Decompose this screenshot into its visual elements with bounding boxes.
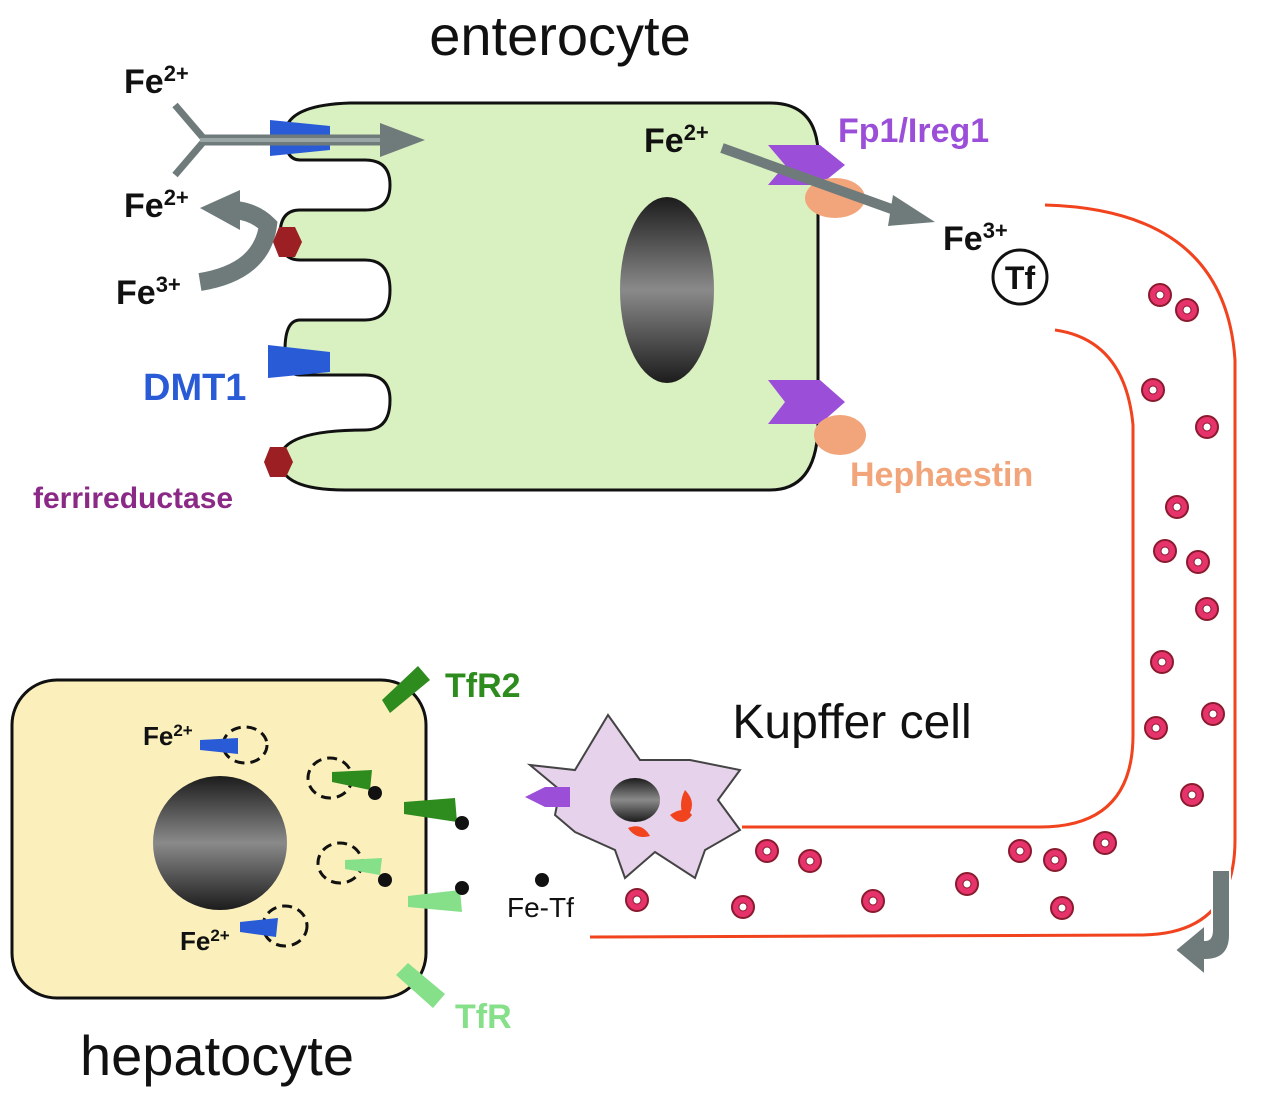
transferrin-circle <box>991 248 1049 306</box>
fp1-label: Fp1/Ireg1 <box>838 112 989 150</box>
hepatocyte-cell <box>10 678 428 1000</box>
hephaestin-oval <box>814 415 866 455</box>
tfr-label: TfR <box>455 998 512 1036</box>
fe-tf-label: Fe-Tf <box>507 892 574 923</box>
endosome-vesicle-1 <box>221 725 269 765</box>
red-blood-cell-center <box>1202 604 1212 614</box>
iron-dot <box>455 881 469 895</box>
tf-label: Tf <box>1005 260 1036 296</box>
dmt1-label: DMT1 <box>143 367 246 409</box>
fp1-kupffer <box>525 787 570 807</box>
red-blood-cell-center <box>868 896 878 906</box>
iron-dot <box>455 816 469 830</box>
phagocytosed-rbc-2 <box>628 826 650 837</box>
fe2-label-cytosol: Fe2+ <box>644 120 709 160</box>
red-blood-cell-center <box>1100 838 1110 848</box>
fe2-label-enterocyte-top: Fe2+ <box>124 61 189 101</box>
iron-dot <box>368 786 382 800</box>
hepatocyte-label: hepatocyte <box>80 1024 354 1087</box>
red-blood-cell-center <box>1155 290 1165 300</box>
tfr-receptor-bottom <box>396 963 445 1008</box>
tfr2-receptor <box>404 798 457 822</box>
ferrireductase-label: ferrireductase <box>33 482 233 515</box>
fe2-label-hepatocyte-1: Fe2+ <box>143 721 193 751</box>
fp1-transporter-bottom <box>768 380 845 424</box>
kupffer-cell-label: Kupffer cell <box>732 696 971 749</box>
vessel-outer-wall <box>589 203 1237 939</box>
hepatocyte-nucleus <box>153 776 287 910</box>
phagocytosed-rbc-3 <box>670 810 692 822</box>
reduction-arrow <box>198 190 278 291</box>
red-blood-cell-center <box>1187 790 1197 800</box>
red-blood-cell-center <box>1172 502 1182 512</box>
fe2-import-arrow <box>172 102 425 178</box>
red-blood-cell-center <box>805 856 815 866</box>
ferrireductase-hexagon-top <box>273 227 302 257</box>
red-blood-cell-center <box>632 895 642 905</box>
red-blood-cell-center <box>1182 305 1192 315</box>
red-blood-cell-center <box>762 846 772 856</box>
red-blood-cell-center <box>1157 657 1167 667</box>
kupffer-cell <box>525 713 742 880</box>
red-blood-cell-center <box>1050 855 1060 865</box>
blood-flow-arrow <box>1173 869 1231 978</box>
tfr2-endosome <box>332 770 372 790</box>
ferrireductase-hexagon <box>264 447 293 477</box>
kupffer-nucleus <box>610 778 660 822</box>
iron-dot <box>378 873 392 887</box>
red-blood-cell-center <box>1148 385 1158 395</box>
fe3-label-blood: Fe3+ <box>943 218 1008 258</box>
dmt1-endosome-2 <box>240 918 278 937</box>
tfr-endosome <box>345 858 382 875</box>
fe2-label-reduced: Fe2+ <box>124 185 189 225</box>
red-blood-cell-center <box>1202 422 1212 432</box>
red-blood-cell-center <box>1208 709 1218 719</box>
enterocyte-nucleus <box>620 197 714 383</box>
vessel-inner-wall <box>742 328 1135 829</box>
fe2-label-hepatocyte-2: Fe2+ <box>180 926 230 956</box>
enterocyte-membrane <box>278 101 820 492</box>
red-blood-cell-center <box>962 879 972 889</box>
red-blood-cell-center <box>738 902 748 912</box>
red-blood-cell-center <box>1193 557 1203 567</box>
fe3-label-lumen: Fe3+ <box>116 272 181 312</box>
red-blood-cell-center <box>1160 546 1170 556</box>
tfr-receptor <box>408 890 462 912</box>
enterocyte-label: enterocyte <box>429 4 691 67</box>
tfr2-label: TfR2 <box>445 667 521 705</box>
red-blood-cell-center <box>1057 903 1067 913</box>
hephaestin-label: Hephaestin <box>850 456 1033 494</box>
dmt1-transporter <box>268 345 330 378</box>
dmt1-endosome-1 <box>200 738 238 754</box>
red-blood-cell-center <box>1151 723 1161 733</box>
fe-export-arrow <box>720 143 935 226</box>
enterocyte-cell <box>278 101 820 492</box>
tfr2-receptor-top <box>382 666 430 713</box>
red-blood-cell-center <box>1015 846 1025 856</box>
fe-tf-dot <box>535 873 549 887</box>
